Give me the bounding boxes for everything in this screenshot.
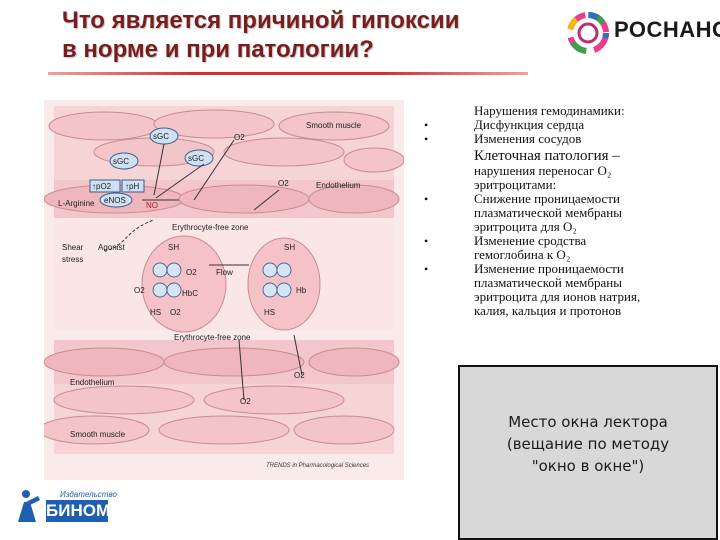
lector-line: "окно в окне") [460, 455, 716, 477]
bullet-dot: • [424, 262, 428, 276]
bullet-line: плазматической мембраны [420, 206, 690, 220]
bullet-list: Нарушения гемодинамики: •Дисфункция серд… [420, 104, 690, 318]
label-erythro-zone-bottom: Erythrocyte-free zone [174, 333, 251, 342]
publisher-label: Издательство [60, 490, 117, 499]
label-endothelium-bottom: Endothelium [70, 378, 115, 387]
label-o2-low: O2 [294, 371, 305, 380]
label-po2: ↑pO2 [92, 182, 112, 191]
diagram-source: TRENDS in Pharmacological Sciences [266, 463, 369, 469]
title-underline [48, 72, 528, 75]
label-no: NO [146, 201, 158, 210]
lector-window: Место окна лектора (вещание по методу "о… [458, 365, 718, 540]
bullet-sub-2: эритроцитами: [420, 178, 690, 192]
label-o2-top: O2 [234, 133, 245, 142]
lector-line: Место окна лектора [460, 411, 716, 433]
bullet-line: эритроцита для O₂ [420, 220, 690, 234]
slide-title: Что является причиной гипоксии в норме и… [62, 6, 532, 64]
bullet-line: плазматической мембраны [420, 276, 690, 290]
label-o2-b: O2 [170, 308, 181, 317]
label-sgc-2: sGC [113, 157, 129, 166]
lector-placeholder-text: Место окна лектора (вещание по методу "о… [460, 411, 716, 477]
label-flow: Flow [216, 268, 233, 277]
bullet-dot: • [424, 132, 428, 146]
label-shear: Shear [62, 243, 84, 252]
smooth-muscle-bottom-band [44, 384, 394, 454]
bullet-dot: • [424, 118, 428, 132]
bullet-dot: • [424, 234, 428, 248]
label-ph: ↑pH [125, 182, 139, 191]
label-sgc-3: sGC [188, 154, 204, 163]
bullet-hemodynamics: Нарушения гемодинамики: [420, 104, 690, 118]
label-hs-2: HS [264, 308, 275, 317]
label-agonist: Agonist [98, 243, 125, 252]
bullet-line: гемоглобина к O₂ [420, 248, 690, 262]
smooth-muscle-top-band [49, 106, 404, 180]
label-hbc: HbC [182, 289, 198, 298]
label-smooth-muscle-top: Smooth muscle [306, 121, 362, 130]
label-endothelium-top: Endothelium [316, 181, 361, 190]
label-enos: eNOS [104, 196, 126, 205]
label-hb: Hb [296, 286, 307, 295]
bullet-affinity: •Изменение сродства [420, 234, 690, 248]
hypoxia-diagram: Smooth muscle O2 sGC sGC sGC ↑pO2 ↑pH eN… [44, 100, 404, 480]
label-o2-mid: O2 [278, 179, 289, 188]
title-line-2: в норме и при патологии? [62, 35, 532, 64]
label-hs-1: HS [150, 308, 161, 317]
bullet-heading: Клеточная патология – [420, 148, 690, 164]
label-smooth-muscle-bottom: Smooth muscle [70, 430, 126, 439]
bullet-line: калия, кальция и протонов [420, 304, 690, 318]
label-o2-bottom: O2 [240, 397, 251, 406]
bullet-dot: • [424, 192, 428, 206]
label-o2-left: O2 [134, 286, 145, 295]
title-line-1: Что является причиной гипоксии [62, 6, 532, 35]
bullet-heart: •Дисфункция сердца [420, 118, 690, 132]
lector-line: (вещание по методу [460, 433, 716, 455]
logo-text: РОСНАНО [614, 17, 720, 43]
label-stress: stress [62, 255, 83, 264]
label-erythro-zone-top: Erythrocyte-free zone [172, 223, 249, 232]
bullet-sub-1: нарушения переносаг O₂ [420, 164, 690, 178]
label-l-arginine: L-Arginine [58, 199, 95, 208]
bullet-permeability-o2: •Снижение проницаемости [420, 192, 690, 206]
publisher-name: БИНОМ [46, 500, 108, 522]
label-o2-cell: O2 [186, 268, 197, 277]
label-sh-2: SH [284, 243, 295, 252]
bullet-vessels: •Изменения сосудов [420, 132, 690, 146]
label-sh-1: SH [168, 243, 179, 252]
bullet-line: эритроцита для ионов натрия, [420, 290, 690, 304]
label-sgc-1: sGC [153, 132, 169, 141]
bullet-permeability-ions: •Изменение проницаемости [420, 262, 690, 276]
erythrocyte-left [142, 236, 226, 332]
